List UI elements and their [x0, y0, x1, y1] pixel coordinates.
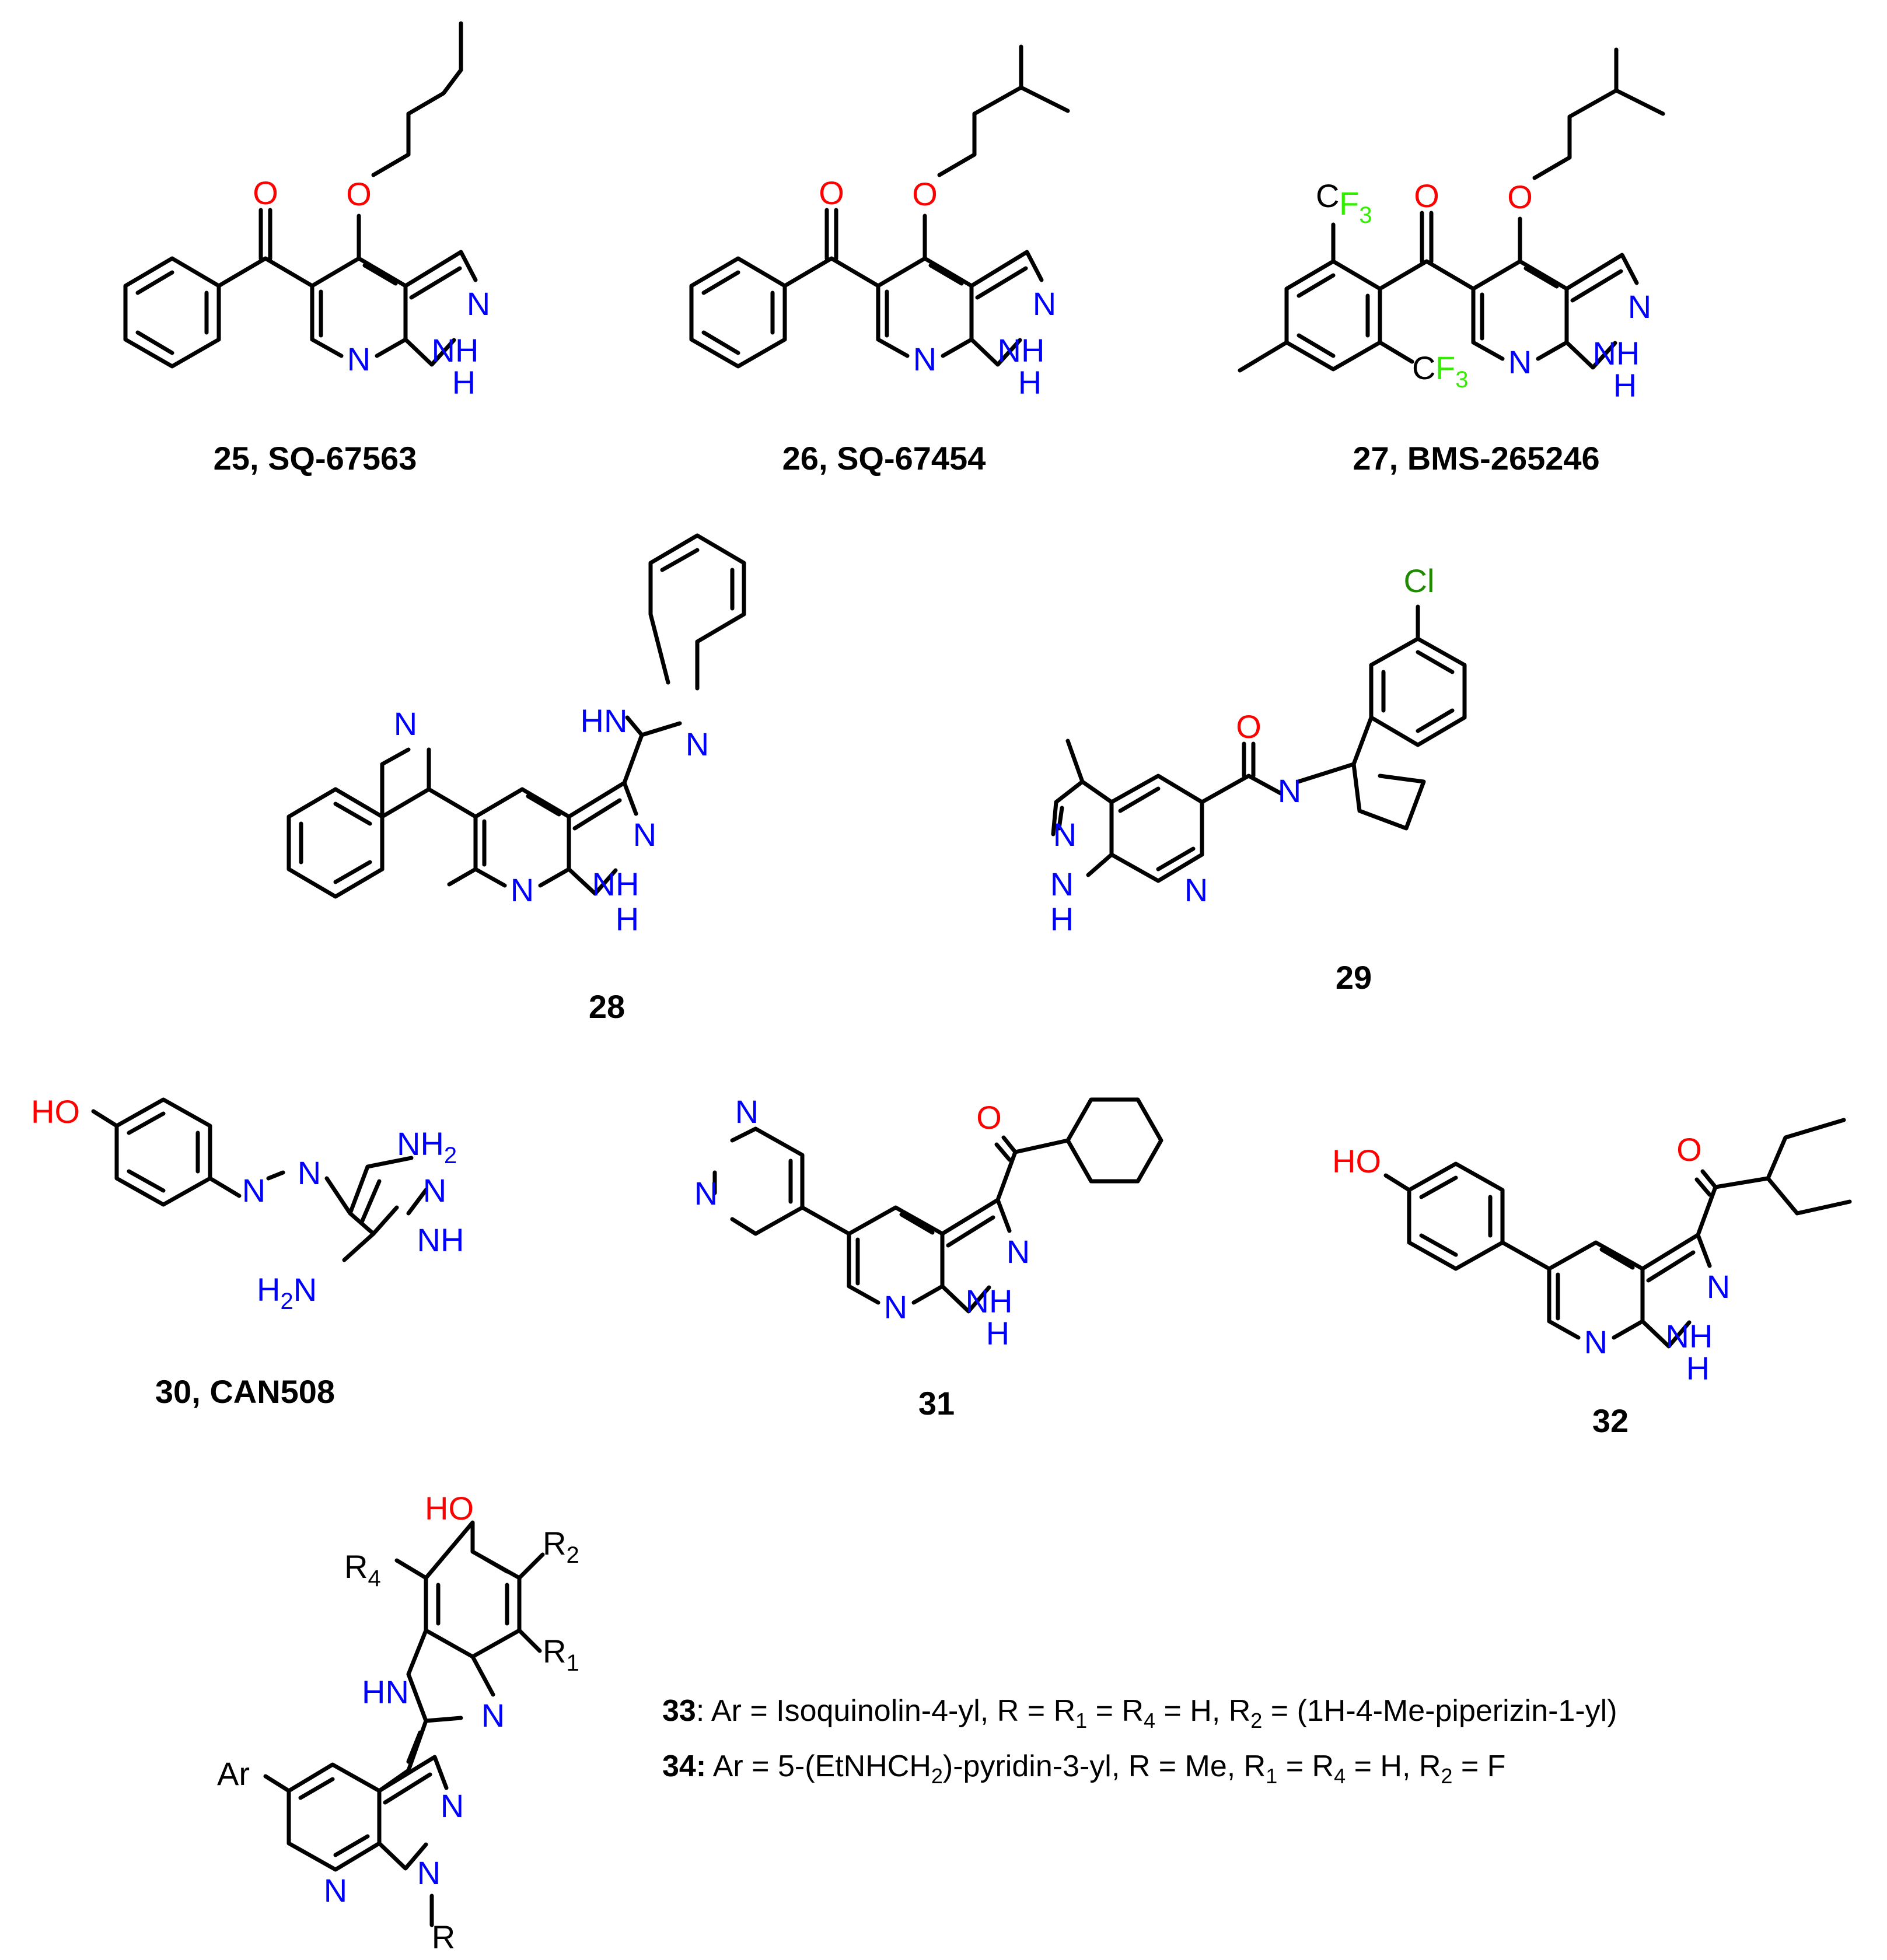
nitrogen-atom: N: [423, 1172, 446, 1209]
nitrogen-atom: N: [481, 1697, 505, 1734]
nitrogen-atom: N: [347, 341, 371, 377]
fluorine-atom: F3: [1435, 349, 1468, 393]
oxygen-atom: O: [346, 176, 372, 212]
oxygen-atom: O: [1676, 1131, 1702, 1168]
chlorine-atom: Cl: [1404, 562, 1435, 599]
nitrogen-atom: NH: [966, 1283, 1013, 1320]
nitrogen-atom: N: [1007, 1233, 1030, 1270]
nitrogen-atom: N: [511, 872, 534, 908]
nitrogen-atom: N: [1508, 344, 1532, 380]
hydrogen-atom: H: [1018, 364, 1042, 401]
compound-29-label: 29: [1336, 959, 1372, 996]
nitrogen-atom: N: [694, 1175, 718, 1212]
compound-30-label: 30, CAN508: [155, 1373, 335, 1410]
compound-26-label: 26, SQ-67454: [782, 440, 986, 477]
nitrogen-atom: N: [1628, 288, 1651, 325]
nitrogen-atom: N: [1184, 872, 1208, 908]
nitrogen-atom: N: [1278, 772, 1301, 809]
hydrogen-atom: H: [616, 901, 639, 937]
oxygen-atom: O: [1507, 178, 1533, 215]
nitrogen-atom: N: [735, 1093, 759, 1130]
amino-group: H2N: [257, 1271, 317, 1314]
nitrogen-atom: N: [633, 816, 656, 853]
nitrogen-atom: NH: [592, 866, 640, 902]
compound-32-label: 32: [1592, 1402, 1629, 1439]
hydrogen-atom: H: [1050, 901, 1074, 937]
nitrogen-atom: N: [467, 285, 490, 322]
nitrogen-atom: N: [417, 1854, 441, 1891]
nitrogen-atom: N: [324, 1872, 347, 1909]
compound-26-structure: [689, 44, 1070, 369]
compound-31-structure: [712, 1097, 1163, 1314]
aryl-substituent: Ar: [217, 1755, 250, 1792]
nitrogen-atom: NH: [998, 332, 1045, 369]
nitrogen-atom: N: [1584, 1324, 1608, 1360]
nitrogen-atom: N: [913, 341, 936, 377]
nitrogen-atom: NH: [417, 1222, 464, 1258]
nitrogen-atom: N: [1033, 285, 1056, 322]
nitrogen-atom: N: [686, 726, 709, 762]
oxygen-atom: O: [1414, 177, 1439, 214]
compound-30-structure: [91, 1097, 428, 1262]
oxygen-atom: O: [912, 176, 938, 212]
compound-28-structure: [286, 533, 746, 899]
nitrogen-atom: N: [884, 1289, 907, 1325]
compound-34-description: 34: Ar = 5-(EtNHCH2)-pyridin-3-yl, R = M…: [662, 1749, 1505, 1788]
hydrogen-atom: H: [1613, 367, 1637, 404]
nitrogen-atom: HN: [362, 1674, 409, 1710]
compound-28-label: 28: [589, 988, 625, 1025]
fluorine-atom: F3: [1339, 185, 1372, 228]
compound-29-structure: [1051, 604, 1467, 883]
nitrogen-atom: N: [1050, 866, 1074, 902]
compound-27-structure: [1238, 47, 1665, 373]
compound-25-label: 25, SQ-67563: [214, 440, 417, 477]
hydrogen-atom: H: [1686, 1350, 1710, 1387]
r2-substituent: R2: [543, 1525, 579, 1568]
r-substituent: R: [432, 1919, 455, 1955]
hydroxyl-group: HO: [31, 1093, 80, 1130]
amino-group: NH2: [397, 1125, 457, 1168]
nitrogen-atom: N: [242, 1172, 265, 1209]
oxygen-atom: O: [1236, 708, 1262, 745]
oxygen-atom: O: [819, 174, 844, 211]
nitrogen-atom: NH: [1593, 335, 1640, 372]
nitrogen-atom: N: [1053, 816, 1077, 853]
compound-31-label: 31: [918, 1385, 955, 1422]
trifluoromethyl-carbon: C: [1316, 177, 1339, 214]
trifluoromethyl-carbon: C: [1412, 349, 1435, 386]
hydrogen-atom: H: [452, 364, 476, 401]
compound-33-description: 33: Ar = Isoquinolin-4-yl, R = R1 = R4 =…: [662, 1694, 1617, 1732]
oxygen-atom: O: [976, 1099, 1002, 1136]
hydrogen-atom: H: [986, 1315, 1009, 1352]
r4-substituent: R4: [344, 1548, 381, 1591]
nitrogen-atom: HN: [581, 702, 628, 739]
nitrogen-atom: NH: [1666, 1318, 1713, 1354]
nitrogen-atom: N: [1707, 1268, 1730, 1305]
compound-32-structure: [1383, 1118, 1852, 1349]
nitrogen-atom: N: [298, 1154, 321, 1191]
compound-27-label: 27, BMS-265246: [1353, 440, 1599, 477]
hydroxyl-group: HO: [1332, 1143, 1381, 1180]
nitrogen-atom: NH: [432, 332, 479, 369]
compound-33-34-structure: [263, 1520, 545, 1927]
nitrogen-atom: N: [394, 705, 417, 742]
nitrogen-atom: N: [441, 1787, 464, 1824]
compound-25-structure: [123, 21, 478, 369]
oxygen-atom: O: [253, 174, 278, 211]
r1-substituent: R1: [543, 1633, 579, 1676]
hydroxyl-group: HO: [425, 1490, 474, 1527]
